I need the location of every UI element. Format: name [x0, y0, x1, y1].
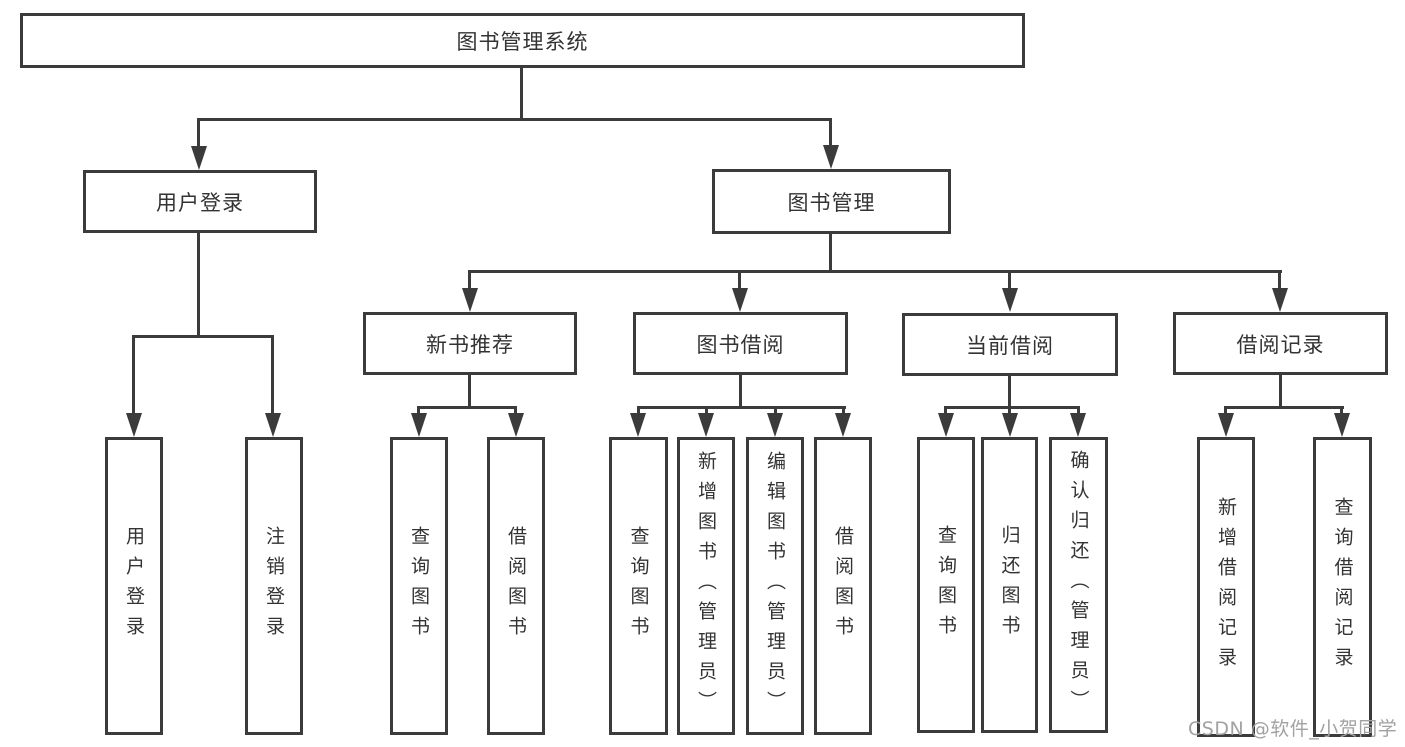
node-book-management: 图书管理: [712, 169, 951, 234]
node-borrowing-records: 借阅记录: [1173, 312, 1388, 375]
arrow-down-icon: [767, 413, 783, 437]
edge-stem: [1008, 406, 1011, 418]
arrow-down-icon: [698, 413, 714, 437]
leaf-user-login: 用户登录: [105, 437, 163, 735]
edge-borrowing-records-bar: [1224, 406, 1344, 409]
arrow-down-icon: [462, 288, 478, 312]
edge-current-borrowing-bar: [944, 406, 1080, 409]
csdn-watermark: CSDN @软件_小贺同学: [1188, 718, 1398, 740]
edge-stem-user-login: [197, 118, 200, 152]
leaf-return-book: 归还图书: [981, 437, 1038, 733]
edge-book-borrowing-bar: [637, 406, 846, 409]
edge-book-management-bar: [468, 270, 1282, 273]
edge-stem: [514, 406, 517, 418]
edge-user-login-trunk: [197, 233, 200, 337]
leaf-logout: 注销登录: [245, 437, 303, 735]
edge-stem: [705, 406, 708, 418]
arrow-down-icon: [191, 146, 207, 170]
edge-stem-borrowing-records: [1278, 270, 1281, 294]
leaf-add-book-admin: 新增图书（管理员）: [677, 437, 735, 735]
edge-stem: [1077, 406, 1080, 418]
arrow-down-icon: [938, 413, 954, 437]
node-library-management-system: 图书管理系统: [20, 13, 1025, 68]
arrow-down-icon: [732, 288, 748, 312]
arrow-down-icon: [1002, 288, 1018, 312]
edge-new-book-bar: [417, 406, 517, 409]
leaf-edit-book-admin: 编辑图书（管理员）: [746, 437, 804, 735]
node-user-login: 用户登录: [83, 170, 317, 233]
arrow-down-icon: [1272, 288, 1288, 312]
leaf-add-borrow-record: 新增借阅记录: [1197, 437, 1255, 737]
edge-stem-current-borrowing: [1008, 270, 1011, 294]
edge-stem-leaf-user-login: [132, 335, 135, 417]
arrow-down-icon: [508, 413, 524, 437]
arrow-down-icon: [126, 413, 142, 437]
leaf-query-book-recommend: 查询图书: [390, 437, 448, 735]
arrow-down-icon: [1002, 413, 1018, 437]
arrow-down-icon: [1070, 413, 1086, 437]
edge-stem: [842, 406, 845, 418]
leaf-query-borrow-record: 查询借阅记录: [1313, 437, 1372, 737]
node-book-borrowing: 图书借阅: [633, 312, 848, 375]
leaf-borrow-book-recommend: 借阅图书: [487, 437, 545, 735]
edge-stem-book-management: [829, 118, 832, 151]
edge-stem: [1340, 406, 1343, 418]
leaf-confirm-return-admin: 确认归还（管理员）: [1049, 437, 1108, 733]
edge-root-trunk: [520, 68, 523, 121]
edge-stem-new-book: [468, 270, 471, 294]
arrow-down-icon: [411, 413, 427, 437]
arrow-down-icon: [265, 413, 281, 437]
edge-stem: [944, 406, 947, 418]
edge-stem-book-borrowing: [738, 270, 741, 294]
edge-stem: [417, 406, 420, 418]
node-current-borrowing: 当前借阅: [902, 313, 1118, 376]
edge-user-login-bar: [132, 335, 274, 338]
leaf-query-book-current: 查询图书: [917, 437, 975, 733]
edge-stem-leaf-logout: [271, 335, 274, 417]
leaf-borrow-book-borrowing: 借阅图书: [814, 437, 872, 735]
arrow-down-icon: [835, 413, 851, 437]
edge-stem: [774, 406, 777, 418]
edge-book-borrowing-trunk: [739, 375, 742, 409]
leaf-query-book-borrowing: 查询图书: [609, 437, 668, 735]
arrow-down-icon: [630, 413, 646, 437]
arrow-down-icon: [1334, 413, 1350, 437]
edge-stem: [637, 406, 640, 418]
arrow-down-icon: [1218, 413, 1234, 437]
edge-current-borrowing-trunk: [1008, 376, 1011, 409]
node-new-book-recommend: 新书推荐: [363, 312, 577, 375]
edge-new-book-trunk: [468, 375, 471, 409]
edge-stem: [1224, 406, 1227, 418]
edge-root-bar: [197, 118, 832, 121]
arrow-down-icon: [823, 145, 839, 169]
edge-book-management-trunk: [829, 234, 832, 273]
edge-borrowing-records-trunk: [1279, 375, 1282, 409]
